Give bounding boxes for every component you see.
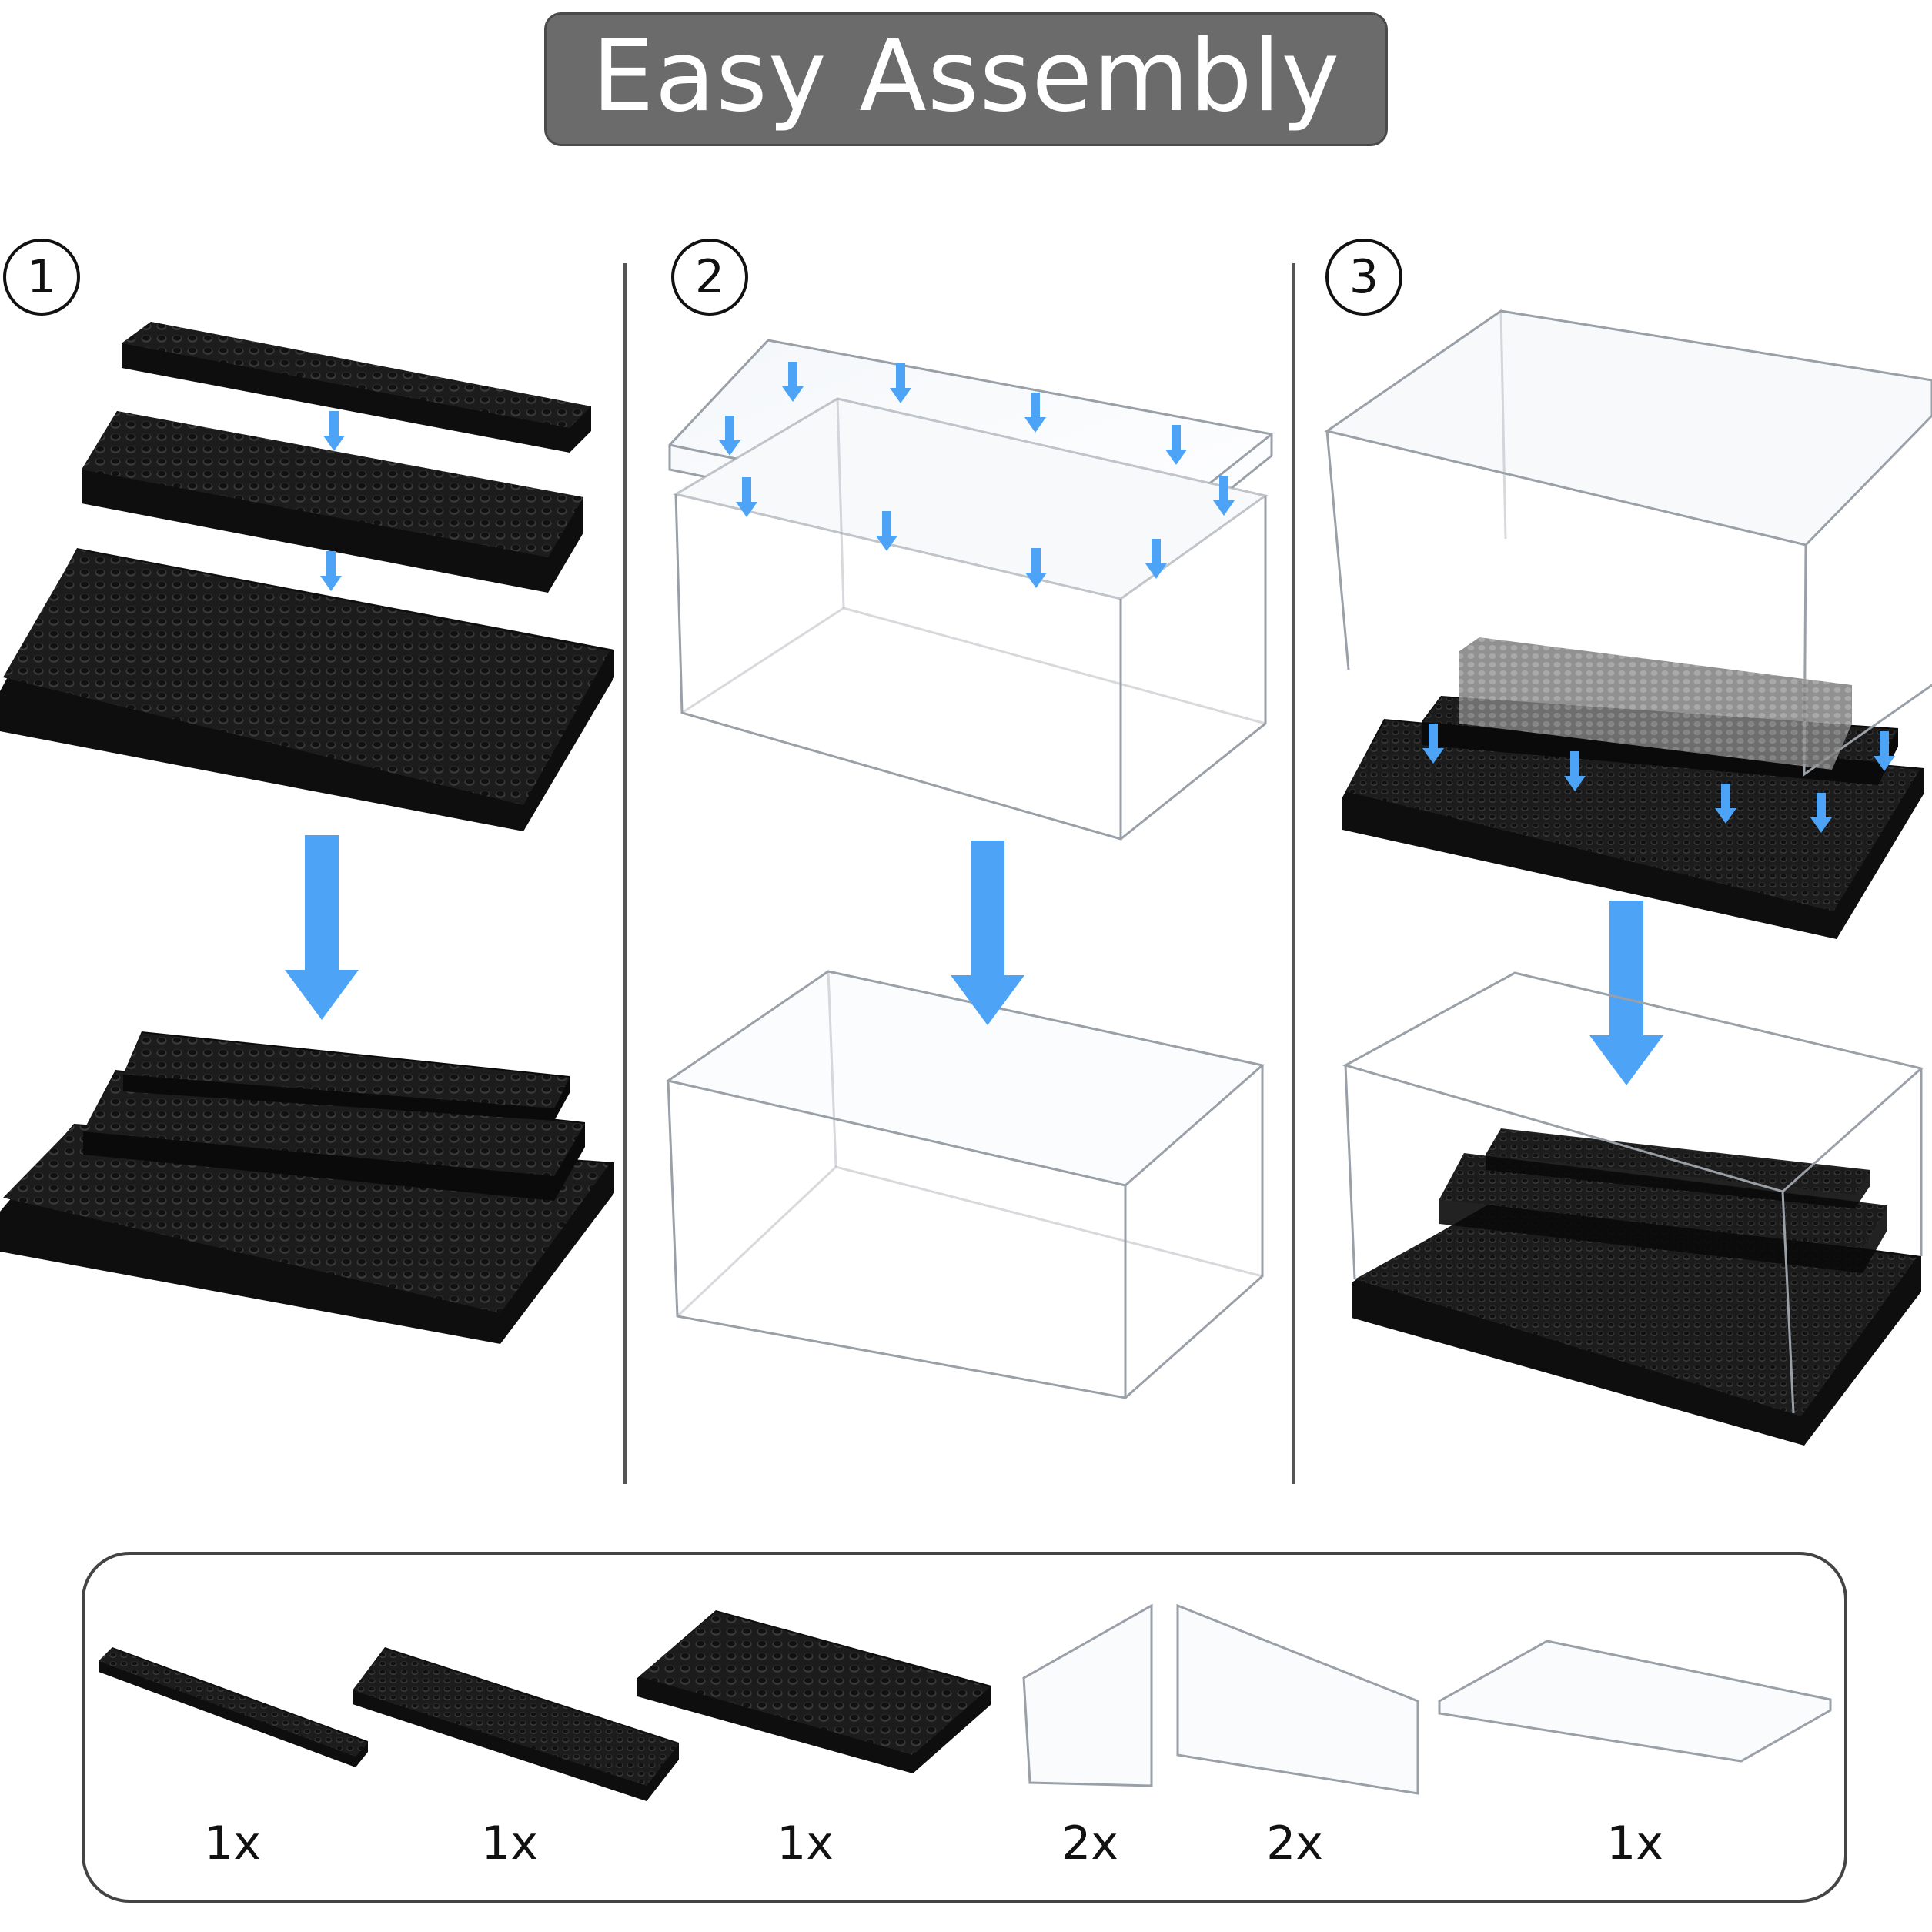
part-long-side-panel — [1176, 1603, 1419, 1795]
qty-large-baseplate: 1x — [777, 1817, 834, 1870]
part-medium-baseplate — [353, 1647, 679, 1801]
part-top-panel — [1438, 1640, 1832, 1763]
step-2-artwork — [665, 339, 1273, 1399]
step-2-badge: 2 — [671, 239, 748, 316]
qty-medium-baseplate: 1x — [481, 1817, 538, 1870]
qty-short-side-panel: 2x — [1061, 1817, 1118, 1870]
step-3-badge: 3 — [1325, 239, 1402, 316]
qty-narrow-baseplate: 1x — [204, 1817, 261, 1870]
title-banner: Easy Assembly — [544, 12, 1388, 146]
qty-long-side-panel: 2x — [1266, 1817, 1323, 1870]
part-short-side-panel — [1022, 1603, 1153, 1787]
part-narrow-baseplate — [99, 1647, 368, 1767]
parts-panel — [82, 1552, 1847, 1903]
step-1-badge: 1 — [3, 239, 80, 316]
qty-top-panel: 1x — [1606, 1817, 1663, 1870]
page-title: Easy Assembly — [591, 19, 1341, 134]
step-1-artwork — [0, 322, 614, 1344]
step-3-artwork — [1324, 309, 1932, 1446]
part-large-baseplate — [637, 1610, 991, 1773]
